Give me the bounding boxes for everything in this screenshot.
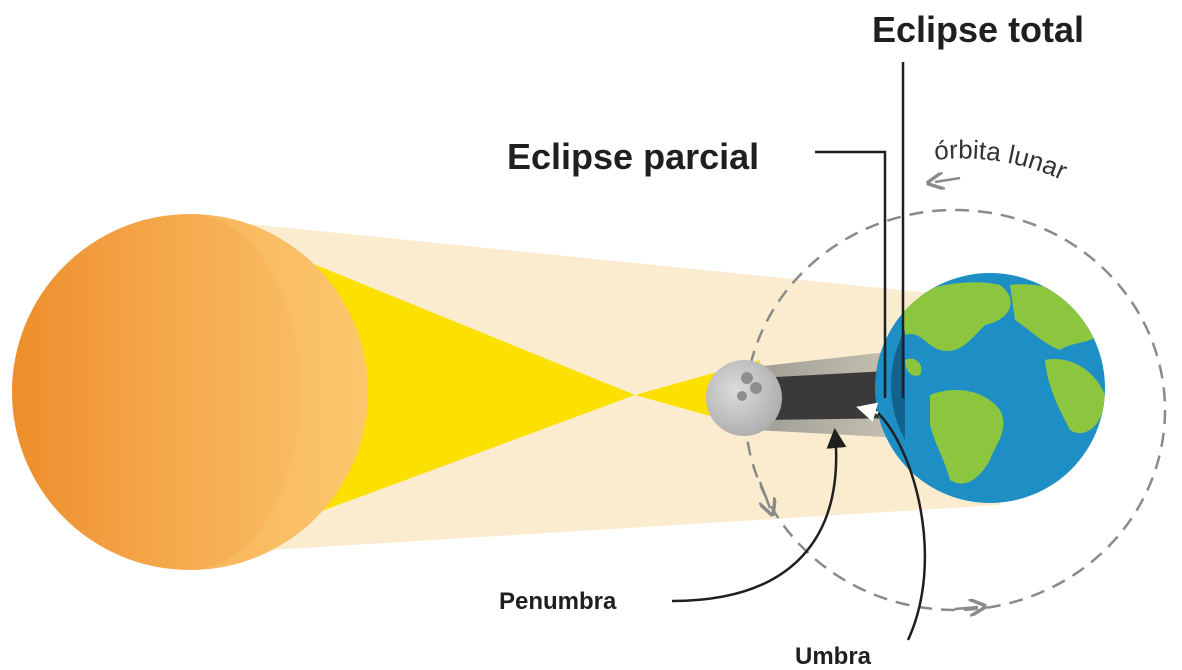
penumbra-pointer (671, 428, 847, 603)
eclipse-total-label: Eclipse total (872, 9, 1085, 50)
eclipse-parcial-label: Eclipse parcial (507, 136, 760, 177)
earth (875, 273, 1105, 503)
moon-crater (741, 372, 753, 384)
lunar-orbit (743, 208, 1167, 612)
orbit-arrow-bottom (954, 607, 978, 609)
penumbra-label: Penumbra (499, 588, 617, 615)
umbra-pointer-tip (856, 402, 879, 422)
moon-crater (737, 391, 747, 401)
orbit-arrow-left (760, 481, 770, 508)
moon-crater (750, 382, 762, 394)
orbit-arrow-top (935, 178, 961, 182)
umbra-pointer (877, 412, 927, 641)
sun (12, 214, 368, 570)
umbra-label: Umbra (795, 643, 872, 670)
eclipse-parcial-pointer (815, 150, 887, 398)
light-cone (230, 230, 760, 545)
sun-highlight (190, 214, 368, 570)
